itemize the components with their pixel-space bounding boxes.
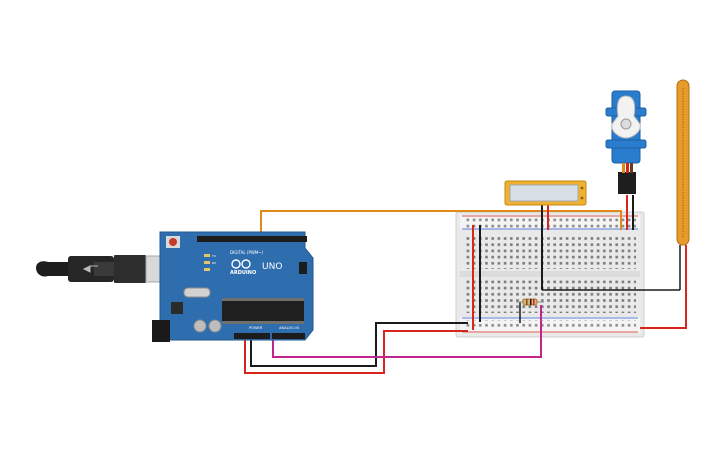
servo-motor[interactable] xyxy=(605,90,647,194)
power-label: POWER xyxy=(249,326,263,330)
digital-header[interactable] xyxy=(197,236,307,242)
wire-a0-magenta[interactable] xyxy=(272,305,542,358)
power-jack[interactable] xyxy=(152,320,170,342)
breadboard[interactable] xyxy=(455,211,645,338)
rx-label: RX xyxy=(212,261,216,265)
arduino-uno-board[interactable]: DIGITAL (PWM~) TX RX ARDUINO UNO POWER A… xyxy=(152,231,314,342)
power-header[interactable] xyxy=(234,333,270,339)
resistor[interactable] xyxy=(516,298,544,306)
digital-label: DIGITAL (PWM~) xyxy=(230,250,264,255)
usb-cable[interactable] xyxy=(36,255,171,283)
brand-label: ARDUINO xyxy=(230,270,256,276)
tx-label: TX xyxy=(211,254,216,258)
analog-header[interactable] xyxy=(272,333,305,339)
wire-gnd-black[interactable] xyxy=(250,322,468,367)
wire-5v-red[interactable] xyxy=(244,330,468,374)
arduino-logo-icon xyxy=(231,259,251,269)
analog-label: ANALOG IN xyxy=(279,326,299,330)
lcd-display[interactable] xyxy=(504,180,587,206)
wire-flex-red[interactable] xyxy=(640,245,687,329)
wires xyxy=(244,195,687,374)
atmega-chip xyxy=(222,301,304,321)
model-label: UNO xyxy=(262,262,282,272)
wire-orange-signal[interactable] xyxy=(260,210,622,237)
flex-sensor[interactable] xyxy=(676,79,690,246)
